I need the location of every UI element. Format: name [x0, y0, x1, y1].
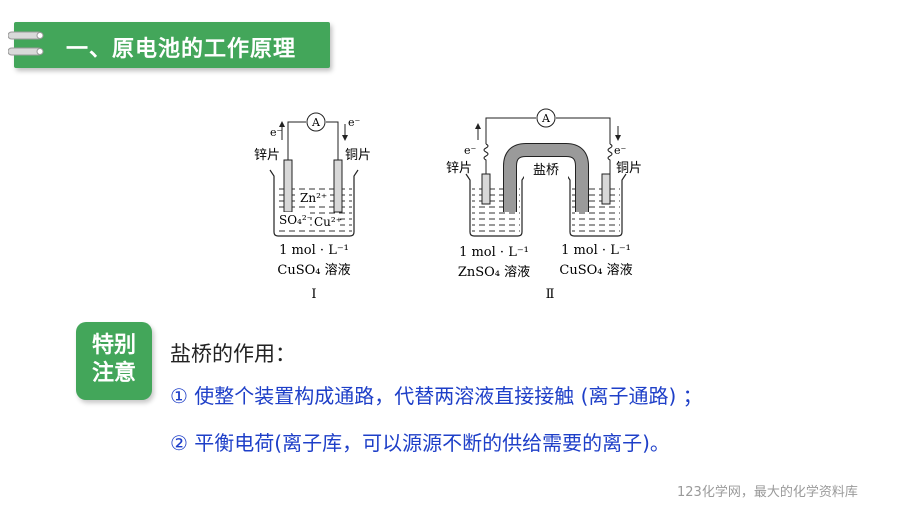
svg-text:A: A [311, 116, 321, 129]
binder-clip-icon [8, 47, 44, 56]
cell-two: A e⁻ e⁻ 锌片 铜片 盐桥 1 mol · L⁻¹ ZnSO₄ 溶液 1 … [446, 108, 642, 302]
svg-text:ZnSO₄ 溶液: ZnSO₄ 溶液 [458, 265, 530, 280]
special-note-badge: 特别 注意 [76, 322, 152, 400]
badge-line-2: 注意 [91, 361, 136, 386]
svg-text:CuSO₄ 溶液: CuSO₄ 溶液 [559, 263, 632, 278]
svg-text:A: A [541, 112, 551, 125]
galvanic-cell-figure: A e⁻ e⁻ 锌片 铜片 Zn²⁺ SO₄²⁻ Cu²⁺ 1 mol · L⁻… [254, 108, 642, 302]
svg-text:e⁻: e⁻ [270, 126, 283, 139]
svg-text:e⁻: e⁻ [464, 144, 477, 157]
svg-text:e⁻: e⁻ [614, 144, 627, 157]
note-point-1: ① 使整个装置构成通路，代替两溶液直接接触 (离子通路) ； [170, 384, 703, 408]
svg-text:Zn²⁺: Zn²⁺ [300, 191, 327, 205]
badge-line-1: 特别 [91, 333, 136, 358]
watermark-text: 123化学网，最大的化学资料库 [677, 485, 858, 500]
cell-one: A e⁻ e⁻ 锌片 铜片 Zn²⁺ SO₄²⁻ Cu²⁺ 1 mol · L⁻… [254, 112, 371, 302]
svg-text:CuSO₄ 溶液: CuSO₄ 溶液 [277, 263, 350, 278]
note-point-2: ② 平衡电荷(离子库，可以源源不断的供给需要的离子)。 [170, 431, 670, 455]
svg-text:盐桥: 盐桥 [533, 163, 559, 178]
svg-text:Ⅱ: Ⅱ [546, 287, 555, 302]
svg-text:Ⅰ: Ⅰ [311, 287, 316, 302]
svg-text:Cu²⁺: Cu²⁺ [314, 215, 342, 229]
svg-text:铜片: 铜片 [345, 148, 371, 163]
note-heading: 盐桥的作用： [170, 342, 296, 366]
svg-text:e⁻: e⁻ [348, 116, 361, 129]
svg-text:1 mol · L⁻¹: 1 mol · L⁻¹ [459, 245, 529, 260]
svg-text:铜片: 铜片 [616, 161, 642, 176]
ammeter-icon [306, 112, 326, 132]
svg-text:锌片: 锌片 [446, 161, 472, 176]
svg-text:SO₄²⁻: SO₄²⁻ [279, 213, 313, 227]
binder-clip-icon [8, 31, 44, 40]
page-title: 一、原电池的工作原理 [66, 37, 297, 62]
section-title-bar: 一、原电池的工作原理 [8, 22, 330, 68]
ammeter-icon [536, 108, 556, 128]
svg-text:1 mol · L⁻¹: 1 mol · L⁻¹ [561, 243, 631, 258]
svg-text:1 mol · L⁻¹: 1 mol · L⁻¹ [279, 243, 349, 258]
svg-text:锌片: 锌片 [254, 148, 280, 163]
